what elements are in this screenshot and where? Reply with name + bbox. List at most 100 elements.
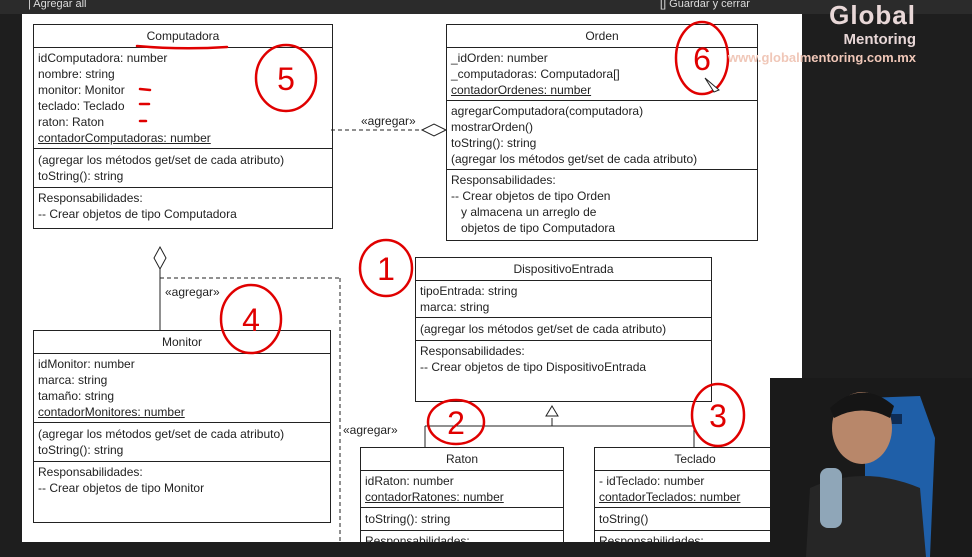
attribute: tipoEntrada: string <box>420 284 518 298</box>
methods-section: (agregar los métodos get/set de cada atr… <box>416 318 711 341</box>
annotation-circle <box>690 382 746 448</box>
responsibilities-section: Responsabilidades: -- Crear objetos de t… <box>34 188 332 228</box>
top-bar: | Agregar all [] Guardar y cerrar <box>0 0 972 14</box>
methods-section: (agregar los métodos get/set de cada atr… <box>34 149 332 188</box>
annotation-circle <box>674 20 730 96</box>
attribute: idComputadora: number <box>38 51 168 65</box>
class-name: Teclado <box>595 448 795 471</box>
responsibilities-title: Responsabilidades: <box>38 191 143 205</box>
attribute: _idOrden: number <box>451 51 548 65</box>
responsibility: objetos de tipo Computadora <box>461 221 616 235</box>
top-bar-left-text: | Agregar all <box>28 0 87 10</box>
attribute: idRaton: number <box>365 474 454 488</box>
class-name: Raton <box>361 448 563 471</box>
attribute: teclado: Teclado <box>38 99 125 113</box>
responsibility: -- Crear objetos de tipo Orden <box>451 189 611 203</box>
attributes-section: - idTeclado: number contadorTeclados: nu… <box>595 471 795 508</box>
attributes-section: tipoEntrada: string marca: string <box>416 281 711 318</box>
methods-section: toString() <box>595 508 795 531</box>
static-attribute: contadorOrdenes: number <box>451 83 592 97</box>
annotation-circle <box>254 43 318 113</box>
method: toString(): string <box>38 443 124 457</box>
attribute: idMonitor: number <box>38 357 135 371</box>
static-attribute: contadorTeclados: number <box>599 490 741 504</box>
static-attribute: contadorComputadoras: number <box>38 131 211 145</box>
static-attribute: contadorMonitores: number <box>38 405 185 419</box>
annotation-number: 5 <box>277 61 295 97</box>
annotation-number: 4 <box>242 302 260 338</box>
relation-label: «agregar» <box>361 114 416 128</box>
annotation-circle <box>426 398 486 446</box>
webcam-overlay <box>770 378 972 557</box>
responsibility: -- Crear objetos de tipo Computadora <box>38 207 237 221</box>
relation-label: «agregar» <box>343 423 398 437</box>
method: (agregar los métodos get/set de cada atr… <box>38 153 285 167</box>
underline-mark <box>135 44 229 50</box>
responsibilities-title: Responsabilidades: <box>599 534 704 542</box>
annotation-circle <box>358 238 414 298</box>
responsibility: -- Crear objetos de tipo Monitor <box>38 481 205 495</box>
method: (agregar los métodos get/set de cada atr… <box>420 322 667 336</box>
attributes-section: idMonitor: number marca: string tamaño: … <box>34 354 330 423</box>
method: toString(): string <box>365 512 451 526</box>
presenter-video <box>770 378 972 557</box>
pen-cursor-icon <box>704 77 720 93</box>
attribute: marca: string <box>420 300 490 314</box>
top-bar-right-text[interactable]: [] Guardar y cerrar <box>660 0 750 10</box>
class-name: Orden <box>447 25 757 48</box>
annotation-number: 3 <box>709 398 727 434</box>
class-orden: Orden _idOrden: number _computadoras: Co… <box>446 24 758 241</box>
responsibilities-section: Responsabilidades: -- Crear objetos de t… <box>34 462 330 522</box>
attributes-section: idComputadora: number nombre: string mon… <box>34 48 332 149</box>
method: toString() <box>599 512 649 526</box>
class-raton: Raton idRaton: number contadorRatones: n… <box>360 447 564 542</box>
class-teclado: Teclado - idTeclado: number contadorTecl… <box>594 447 796 542</box>
method: agregarComputadora(computadora) <box>451 104 644 118</box>
method: (agregar los métodos get/set de cada atr… <box>38 427 285 441</box>
attribute: _computadoras: Computadora[] <box>451 67 620 81</box>
annotation-number: 1 <box>377 251 395 287</box>
class-monitor: Monitor idMonitor: number marca: string … <box>33 330 331 523</box>
responsibility: -- Crear objetos de tipo DispositivoEntr… <box>420 360 647 374</box>
annotation-number: 6 <box>693 41 711 77</box>
static-attribute: contadorRatones: number <box>365 490 504 504</box>
class-dispositivo-entrada: DispositivoEntrada tipoEntrada: string m… <box>415 257 712 402</box>
class-name: DispositivoEntrada <box>416 258 711 281</box>
methods-section: (agregar los métodos get/set de cada atr… <box>34 423 330 462</box>
annotation-circle <box>219 283 283 355</box>
dash-mark <box>138 87 152 92</box>
attribute: tamaño: string <box>38 389 115 403</box>
attribute: raton: Raton <box>38 115 105 129</box>
attributes-section: _idOrden: number _computadoras: Computad… <box>447 48 757 101</box>
responsibilities-section: Responsabilidades: -- Crear objetos de t… <box>416 341 711 401</box>
responsibilities-title: Responsabilidades: <box>365 534 470 542</box>
method: toString(): string <box>451 136 537 150</box>
attribute: nombre: string <box>38 67 115 81</box>
method: toString(): string <box>38 169 124 183</box>
attribute: marca: string <box>38 373 108 387</box>
annotation-layer: 5 6 1 4 2 3 <box>135 20 746 448</box>
diagram-canvas: Computadora idComputadora: number nombre… <box>22 14 802 542</box>
watermark-url: www.globalmentoring.com.mx <box>728 50 917 65</box>
responsibilities-section: Responsabilidades: <box>595 531 795 542</box>
responsibility: y almacena un arreglo de <box>461 205 597 219</box>
methods-section: toString(): string <box>361 508 563 531</box>
brand-subtitle: Mentoring <box>843 31 917 48</box>
method: (agregar los métodos get/set de cada atr… <box>451 152 698 166</box>
methods-section: agregarComputadora(computadora) mostrarO… <box>447 101 757 170</box>
attribute: - idTeclado: number <box>599 474 705 488</box>
attributes-section: idRaton: number contadorRatones: number <box>361 471 563 508</box>
relationship-lines <box>153 123 695 542</box>
brand-name: Global <box>829 0 916 30</box>
attribute: monitor: Monitor <box>38 83 125 97</box>
responsibilities-section: Responsabilidades: <box>361 531 563 542</box>
class-name: Monitor <box>34 331 330 354</box>
responsibilities-section: Responsabilidades: -- Crear objetos de t… <box>447 170 757 240</box>
annotation-number: 2 <box>447 405 465 441</box>
relation-label: «agregar» <box>165 285 220 299</box>
brand-watermark: Global Mentoring <box>829 0 916 48</box>
class-computadora: Computadora idComputadora: number nombre… <box>33 24 333 229</box>
aggregation-diamond <box>420 123 448 137</box>
responsibilities-title: Responsabilidades: <box>420 344 525 358</box>
method: mostrarOrden() <box>451 120 534 134</box>
